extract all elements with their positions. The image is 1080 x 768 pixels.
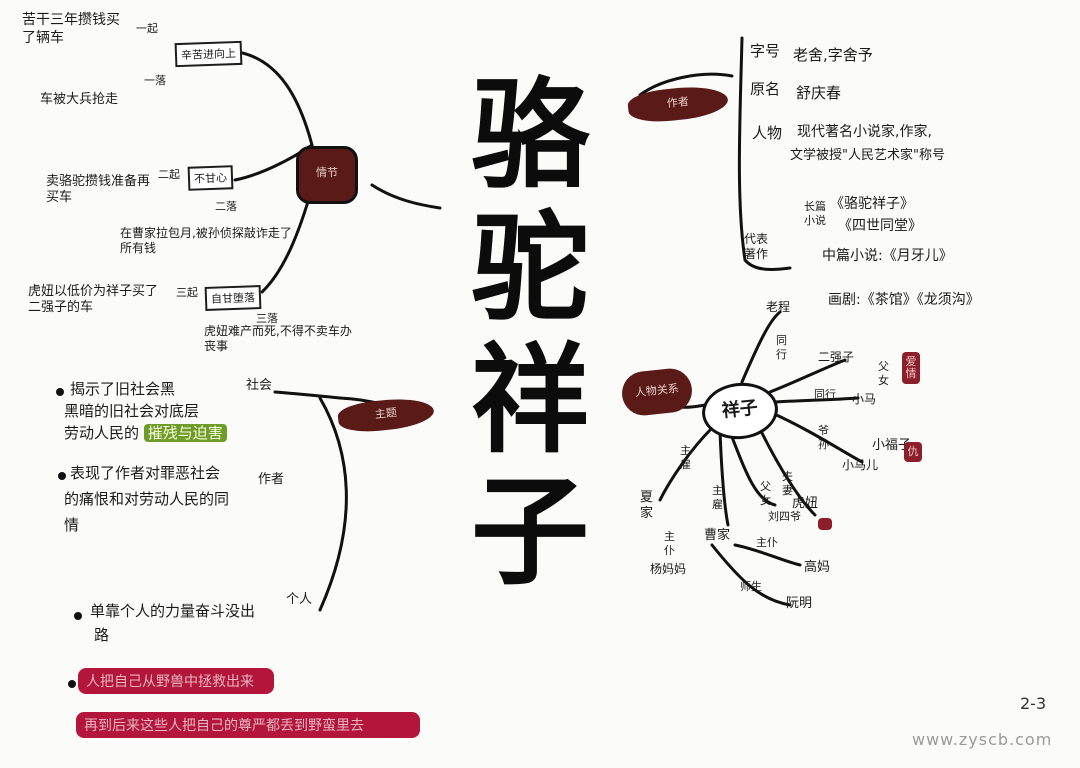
theme-bullet: [74, 612, 82, 620]
plot-box-1: 辛苦进向上: [174, 40, 243, 68]
theme-item-1-text: 劳动人民的: [64, 424, 140, 442]
plot-note-2: 车被大兵抢走: [40, 92, 119, 107]
tag-hate: 仇: [904, 442, 922, 463]
theme-highlight: 摧残与迫害: [143, 424, 227, 442]
theme-item-1-line-2: 黑暗的旧社会对底层: [64, 402, 200, 420]
rel-father-daughter: 父女: [878, 360, 889, 387]
renwu-value-2: 文学被授"人民艺术家"称号: [790, 148, 945, 163]
char-yangmama: 杨妈妈: [650, 562, 687, 576]
novel-1: 《骆驼祥子》: [830, 196, 914, 212]
tag-author: 作者: [258, 472, 285, 487]
tag-love: 爱情: [902, 352, 920, 385]
theme-bullet: [58, 472, 66, 480]
renwu-label: 人物: [752, 124, 783, 142]
char-xiaoma: 小马: [852, 392, 877, 406]
mid-novel: 中篇小说:《月牙儿》: [822, 248, 953, 264]
char-huniu: 虎妞: [792, 496, 819, 511]
novel-label: 长篇小说: [804, 200, 826, 227]
red-highlight-bar-1: 人把自己从野兽中拯救出来: [78, 668, 274, 694]
char-xiaomaer: 小马儿: [842, 458, 879, 472]
title-char: 驼: [470, 198, 589, 337]
plot-note-5: 虎妞以低价为祥子买了二强子的车: [28, 284, 159, 316]
char-erqiangzi: 二强子: [818, 350, 855, 364]
rel-zhugu-2: 主雇: [712, 484, 723, 511]
author-label: 作者: [666, 94, 690, 111]
char-ruanming: 阮明: [786, 596, 813, 611]
tag-society: 社会: [246, 378, 273, 393]
watermark: www.zyscb.com: [912, 730, 1053, 749]
theme-item-3-line-2: 路: [94, 626, 110, 644]
theme-item-1-line-3: 劳动人民的 摧残与迫害: [64, 424, 227, 443]
theme-item-2-line-3: 情: [64, 516, 80, 534]
rel-zhugu-1: 主雇: [680, 444, 691, 471]
rel-grandparents: 爷孙: [818, 424, 829, 451]
title-char: 骆: [470, 66, 589, 205]
qi-3: 三起: [176, 286, 198, 299]
char-laocheng: 老程: [766, 300, 791, 314]
novel-2: 《四世同堂》: [838, 218, 922, 234]
rel-fuqi: 夫妻: [782, 470, 793, 497]
luo-3: 三落: [256, 312, 278, 325]
zi-value: 老舍,字舍予: [793, 46, 873, 64]
tag-person: 个人: [286, 592, 313, 607]
luo-1: 一落: [144, 74, 166, 87]
char-xiaofuzi: 小福子: [872, 438, 912, 453]
renwu-value-1: 现代著名小说家,作家,: [797, 124, 932, 140]
theme-label: 主题: [374, 405, 398, 422]
theme-bullet: [56, 388, 64, 396]
yuanming-label: 原名: [750, 80, 781, 98]
rel-zhupu-1: 主仆: [664, 530, 675, 557]
works-label: 代表著作: [744, 232, 769, 261]
char-xiajia: 夏家: [640, 490, 654, 522]
plot-note-4: 在曹家拉包月,被孙侦探敲诈走了所有钱: [120, 226, 292, 255]
tag-small-red: [818, 518, 832, 530]
rel-tonghang: 同行: [776, 334, 787, 361]
yuanming-value: 舒庆春: [796, 84, 842, 102]
rel-shisheng: 师生: [740, 580, 762, 593]
central-title: 骆 驼 祥 子: [435, 70, 625, 598]
plot-box-2: 不甘心: [187, 165, 234, 191]
qi-2: 二起: [158, 168, 180, 181]
page-date: 2-3: [1020, 694, 1047, 713]
title-char: 子: [470, 462, 589, 601]
theme-item-2-line-2: 的痛恨和对劳动人民的同: [64, 490, 230, 508]
plot-blob: 情节: [296, 146, 358, 204]
plot-note-1: 苦干三年攒钱买了辆车: [22, 12, 120, 46]
zi-label: 字号: [750, 42, 781, 60]
rel-fuer: 父女: [760, 480, 771, 507]
rel-tongxing: 同行: [814, 388, 836, 401]
char-gaoma: 高妈: [804, 560, 831, 575]
char-caojia: 曹家: [704, 528, 731, 543]
plot-box-3: 自甘堕落: [204, 285, 262, 311]
luo-2: 二落: [215, 200, 237, 213]
rel-zhupu-2: 主仆: [756, 536, 778, 549]
drama: 画剧:《茶馆》《龙须沟》: [828, 292, 980, 308]
title-char: 祥: [470, 330, 589, 469]
char-liusiye: 刘四爷: [768, 510, 801, 523]
qi-1: 一起: [136, 22, 158, 35]
plot-note-6: 虎妞难产而死,不得不卖车办丧事: [204, 324, 352, 353]
plot-label: 情节: [316, 166, 338, 179]
theme-item-1-line-1: 揭示了旧社会黑: [70, 380, 176, 398]
red-highlight-bar-2: 再到后来这些人把自己的尊严都丢到野蛮里去: [76, 712, 420, 738]
plot-note-3: 卖骆驼攒钱准备再买车: [46, 174, 151, 206]
theme-bullet: [68, 680, 76, 688]
characters-label: 人物关系: [634, 381, 680, 400]
theme-item-3-line-1: 单靠个人的力量奋斗没出: [90, 602, 256, 620]
theme-item-2-line-1: 表现了作者对罪恶社会: [70, 464, 221, 482]
